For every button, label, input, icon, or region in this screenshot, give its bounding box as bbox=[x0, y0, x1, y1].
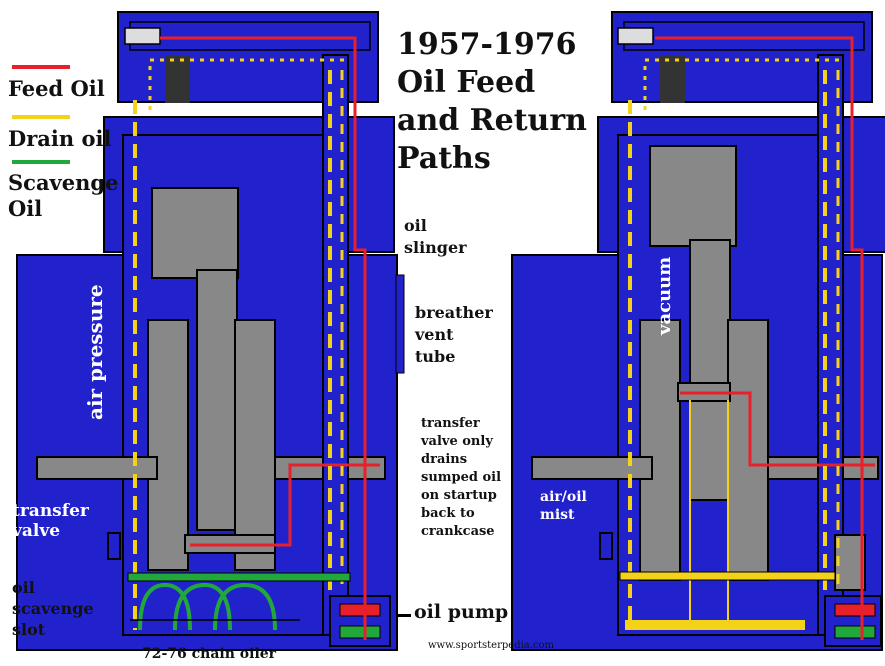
right-flywheel-right bbox=[728, 320, 768, 580]
right-pump-feed bbox=[835, 604, 875, 616]
left-scavenge-slot bbox=[128, 573, 350, 581]
right-piston bbox=[650, 146, 736, 246]
legend-drain-line bbox=[12, 115, 70, 119]
title-line-4: Paths bbox=[397, 140, 587, 178]
air-pressure-label: air pressure bbox=[85, 284, 106, 420]
left-pump-feed bbox=[340, 604, 380, 616]
transfer-note-line-6: back to bbox=[421, 505, 501, 523]
air-oil-mist-label-1: air/oil bbox=[540, 490, 587, 505]
legend-feed-label: Feed Oil bbox=[8, 78, 105, 100]
transfer-note-line-4: sumped oil bbox=[421, 469, 501, 487]
title-line-3: and Return bbox=[397, 102, 587, 140]
transfer-note-line-5: on startup bbox=[421, 487, 501, 505]
oil-slinger-label-2: slinger bbox=[404, 240, 467, 257]
breather-label-1: breather bbox=[415, 305, 493, 322]
transfer-note-line-2: valve only bbox=[421, 433, 501, 451]
oil-scavenge-label-2: scavenge bbox=[12, 601, 94, 618]
chain-oiler-label: 72-76 chain oiler bbox=[142, 647, 276, 662]
oil-scavenge-label-3: slot bbox=[12, 622, 45, 639]
right-valve-spring bbox=[618, 28, 653, 44]
right-head-top bbox=[624, 22, 864, 50]
right-main-shaft bbox=[532, 457, 652, 479]
right-transfer-valve bbox=[600, 533, 612, 559]
left-breather-tube bbox=[396, 275, 404, 373]
left-pump-scavenge bbox=[340, 626, 380, 638]
oil-pump-label: oil pump bbox=[414, 603, 508, 623]
legend-drain-label: Drain oil bbox=[8, 128, 111, 150]
right-sump-pool bbox=[625, 620, 805, 630]
transfer-valve-label-2: valve bbox=[12, 523, 60, 541]
oil-pump-pointer bbox=[397, 614, 411, 617]
legend-scavenge-label: Scavenge bbox=[8, 172, 118, 194]
oil-slinger-label-1: oil bbox=[404, 218, 427, 235]
legend-scavenge-line bbox=[12, 160, 70, 164]
left-flywheel-left bbox=[148, 320, 188, 570]
right-sump-oil bbox=[620, 572, 835, 580]
left-piston bbox=[152, 188, 238, 278]
left-valve-spring bbox=[125, 28, 160, 44]
left-flywheel-right bbox=[235, 320, 275, 570]
transfer-note-line-3: drains bbox=[421, 451, 501, 469]
legend-feed-line bbox=[12, 65, 70, 69]
legend-scavenge-oil: Oil bbox=[8, 198, 42, 220]
title-line-2: Oil Feed bbox=[397, 64, 587, 102]
breather-label-2: vent bbox=[415, 327, 454, 344]
transfer-note-line-7: crankcase bbox=[421, 523, 501, 541]
left-transfer-valve bbox=[108, 533, 120, 559]
right-connecting-rod bbox=[690, 240, 730, 500]
right-pump-scavenge bbox=[835, 626, 875, 638]
left-engine bbox=[17, 12, 404, 650]
left-rocker bbox=[165, 55, 190, 103]
left-head-top bbox=[130, 22, 370, 50]
website-label: www.sportsterpedia.com bbox=[428, 641, 554, 652]
right-flywheel-left bbox=[640, 320, 680, 580]
vacuum-label: vacuum bbox=[656, 257, 675, 335]
transfer-note: transfer valve only drains sumped oil on… bbox=[421, 415, 501, 541]
oil-scavenge-label-1: oil bbox=[12, 580, 35, 597]
diagram-title: 1957-1976 Oil Feed and Return Paths bbox=[397, 26, 587, 178]
right-rocker bbox=[660, 55, 685, 103]
air-oil-mist-label-2: mist bbox=[540, 508, 574, 523]
left-main-shaft bbox=[37, 457, 157, 479]
transfer-note-line-1: transfer bbox=[421, 415, 501, 433]
breather-label-3: tube bbox=[415, 349, 455, 366]
transfer-valve-label-1: transfer bbox=[12, 503, 89, 521]
left-connecting-rod bbox=[197, 270, 237, 530]
left-pushrod-tube bbox=[323, 55, 348, 635]
title-line-1: 1957-1976 bbox=[397, 26, 587, 64]
